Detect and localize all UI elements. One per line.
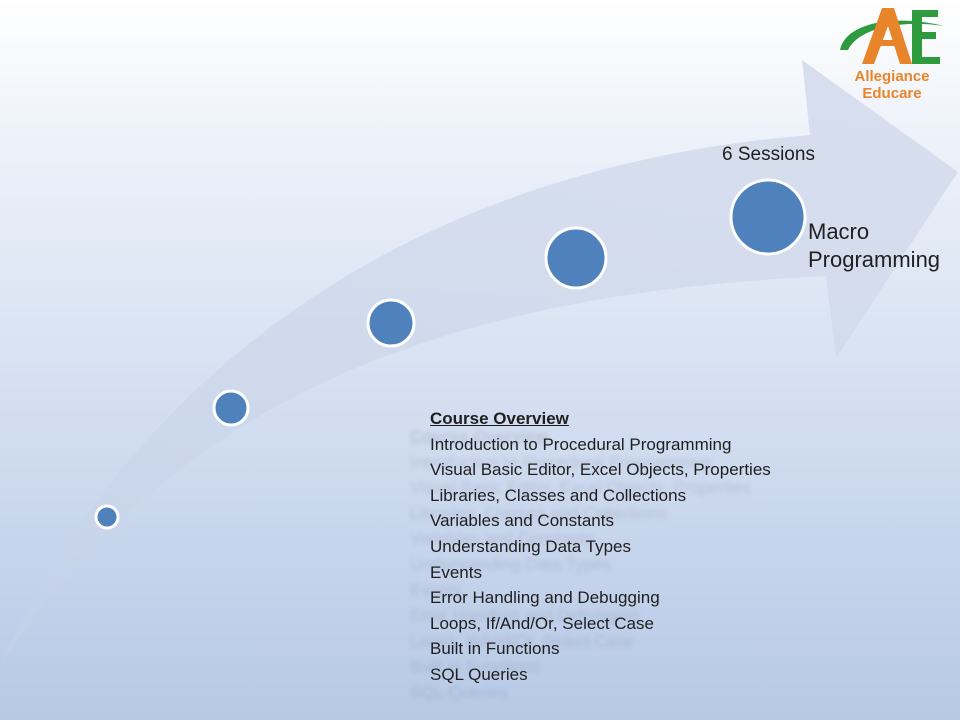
reflection-item: Introduction to Procedural Programming	[410, 452, 712, 472]
course-topic: Understanding Data Types	[430, 536, 631, 556]
reflection-item: Libraries, Classes and Collections	[410, 503, 667, 523]
allegiance-educare-logo: Allegiance Educare	[826, 2, 958, 102]
course-topic: Error Handling and Debugging	[430, 588, 660, 608]
arrow-shape	[0, 60, 958, 665]
sessions-label: 6 Sessions	[722, 144, 815, 165]
course-topic: Built in Functions	[430, 639, 560, 659]
reflection-item: Error Handling and Debugging	[410, 606, 640, 626]
reflection-item: Variables and Constants	[410, 529, 594, 549]
milestone-dot-5	[729, 178, 807, 256]
reflection-item: Built in Functions	[410, 657, 540, 677]
course-topic: SQL Queries	[430, 664, 528, 684]
course-overview: Course Overview Introduction to Procedur…	[430, 406, 771, 688]
reflection-item: Visual Basic Editor, Excel Objects, Prop…	[410, 478, 751, 498]
milestone-dot-1	[94, 504, 120, 530]
reflection-item: Events	[410, 580, 462, 600]
course-topic: Variables and Constants	[430, 511, 614, 531]
reflection-item: Understanding Data Types	[410, 554, 611, 574]
course-topic: Visual Basic Editor, Excel Objects, Prop…	[430, 460, 771, 480]
course-topic: Introduction to Procedural Programming	[430, 434, 732, 454]
milestone-title: Macro Programming	[808, 219, 941, 272]
milestone-dot-3	[366, 298, 416, 348]
overview-reflection-list: Introduction to Procedural Programming V…	[410, 450, 751, 706]
logo-name: Allegiance Educare	[854, 68, 930, 102]
course-overview-title: Course Overview	[430, 409, 569, 428]
course-topic: Events	[430, 562, 482, 582]
reflection-item: SQL Queries	[410, 682, 508, 702]
course-topic: Loops, If/And/Or, Select Case	[430, 613, 654, 633]
milestone-dot-2	[212, 389, 250, 427]
ae-logo-mark	[840, 8, 944, 64]
milestone-dot-4	[544, 226, 608, 290]
overview-reflection: Course Overview Introduction to Procedur…	[410, 424, 751, 706]
overview-reflection-title: Course Overview	[410, 427, 549, 446]
reflection-item: Loops, If/And/Or, Select Case	[410, 631, 634, 651]
course-topic: Libraries, Classes and Collections	[430, 485, 687, 505]
course-topics-list: Introduction to Procedural Programming V…	[430, 432, 771, 688]
milestone-circles	[94, 178, 807, 530]
